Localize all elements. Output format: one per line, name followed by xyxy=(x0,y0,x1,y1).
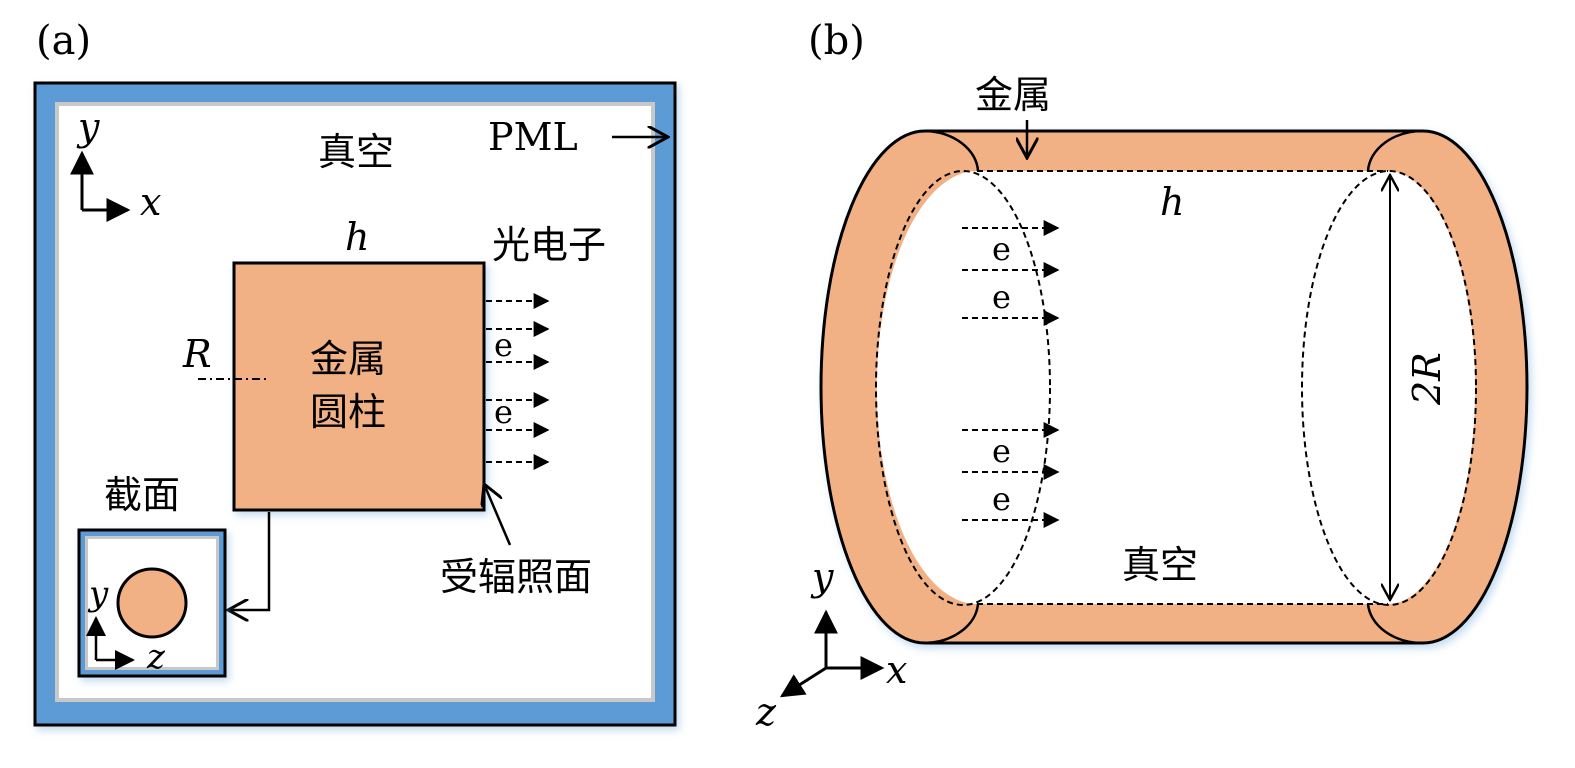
metal-cylinder xyxy=(232,261,486,512)
inset-axis-z-label: z xyxy=(146,637,166,677)
electron-label: e xyxy=(494,326,513,364)
photoelectron-arrows xyxy=(962,220,1060,528)
photoelectron-arrows xyxy=(486,293,550,470)
rim-arc xyxy=(1366,129,1424,172)
axis-x-label: x xyxy=(886,648,907,692)
cross-section-label: 截面 xyxy=(104,473,180,517)
axes-yz-icon xyxy=(86,616,135,670)
rim-arc xyxy=(924,129,980,172)
electron-label: e xyxy=(494,393,513,431)
vacuum-interior xyxy=(876,171,1476,604)
cylinder-label-line1: 金属 xyxy=(310,337,386,381)
panel-b-label: (b) xyxy=(808,18,865,64)
diameter-label: 2R xyxy=(1405,352,1449,406)
axis-z-label: z xyxy=(755,690,777,734)
cross-section-inset: y z xyxy=(77,528,227,678)
irradiated-surface-pointer-icon xyxy=(484,484,512,546)
length-label-h: h xyxy=(1160,180,1184,224)
left-end-ellipse xyxy=(875,170,1051,606)
photoelectron-label: 光电子 xyxy=(492,223,606,267)
axes-xyz-icon xyxy=(779,609,885,698)
electron-label: e xyxy=(992,230,1011,268)
rim-arc xyxy=(1366,603,1424,645)
axis-y-label: y xyxy=(76,105,100,149)
panel-b: (b) 金属 h 2R e e e xyxy=(755,18,1529,734)
metal-label: 金属 xyxy=(975,73,1051,117)
cross-section-circle xyxy=(116,567,188,639)
rim-arc xyxy=(924,603,980,645)
panel-a-label: (a) xyxy=(36,18,91,64)
axis-y-label: y xyxy=(810,555,834,599)
axis-x-label: x xyxy=(140,180,161,224)
vacuum-label: 真空 xyxy=(1122,543,1198,587)
inset-axis-y-label: y xyxy=(87,574,109,614)
right-end-ellipse xyxy=(1301,170,1477,606)
cross-section-connector-icon xyxy=(228,512,271,610)
pml-label: PML xyxy=(488,115,578,159)
length-label-h: h xyxy=(345,215,369,259)
panel-a: (a) y x 真空 PML h 光电子 金属 圆柱 R xyxy=(33,18,677,727)
axes-xy-icon xyxy=(70,150,131,222)
cylinder-label-line2: 圆柱 xyxy=(310,390,386,434)
electron-label: e xyxy=(992,432,1011,470)
electron-label: e xyxy=(992,480,1011,518)
vacuum-label: 真空 xyxy=(318,130,394,174)
electron-label: e xyxy=(992,278,1011,316)
radius-label: R xyxy=(182,332,212,376)
irradiated-surface-label: 受辐照面 xyxy=(440,555,592,599)
